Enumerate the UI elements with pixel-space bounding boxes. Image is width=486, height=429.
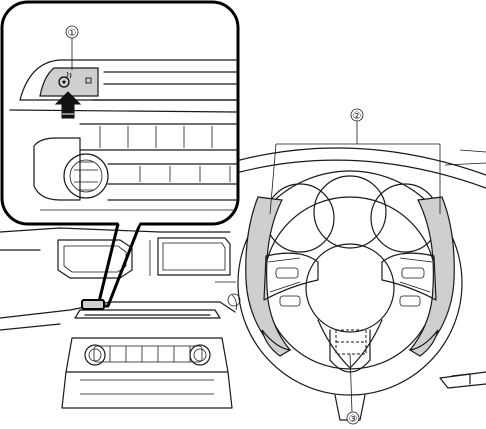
- callout-label-2: ②: [353, 111, 362, 122]
- heated-grip-left: [245, 196, 292, 355]
- heated-grip-left-lower: [261, 329, 292, 357]
- callout-3: ③: [346, 353, 360, 425]
- dashboard: [0, 147, 486, 409]
- steering-wheel: [237, 170, 463, 421]
- inset-zoom: ①: [0, 0, 240, 310]
- heated-steering-switch-icon: [58, 71, 92, 88]
- heated-grip-right: [408, 196, 455, 355]
- callout-label-3: ③: [349, 414, 358, 425]
- heated-grip-right-lower: [408, 329, 439, 357]
- callout-label-1: ①: [68, 28, 77, 39]
- callout-2: ②: [269, 108, 441, 215]
- callout-1: ①: [65, 25, 79, 70]
- press-arrow-icon: [54, 91, 82, 119]
